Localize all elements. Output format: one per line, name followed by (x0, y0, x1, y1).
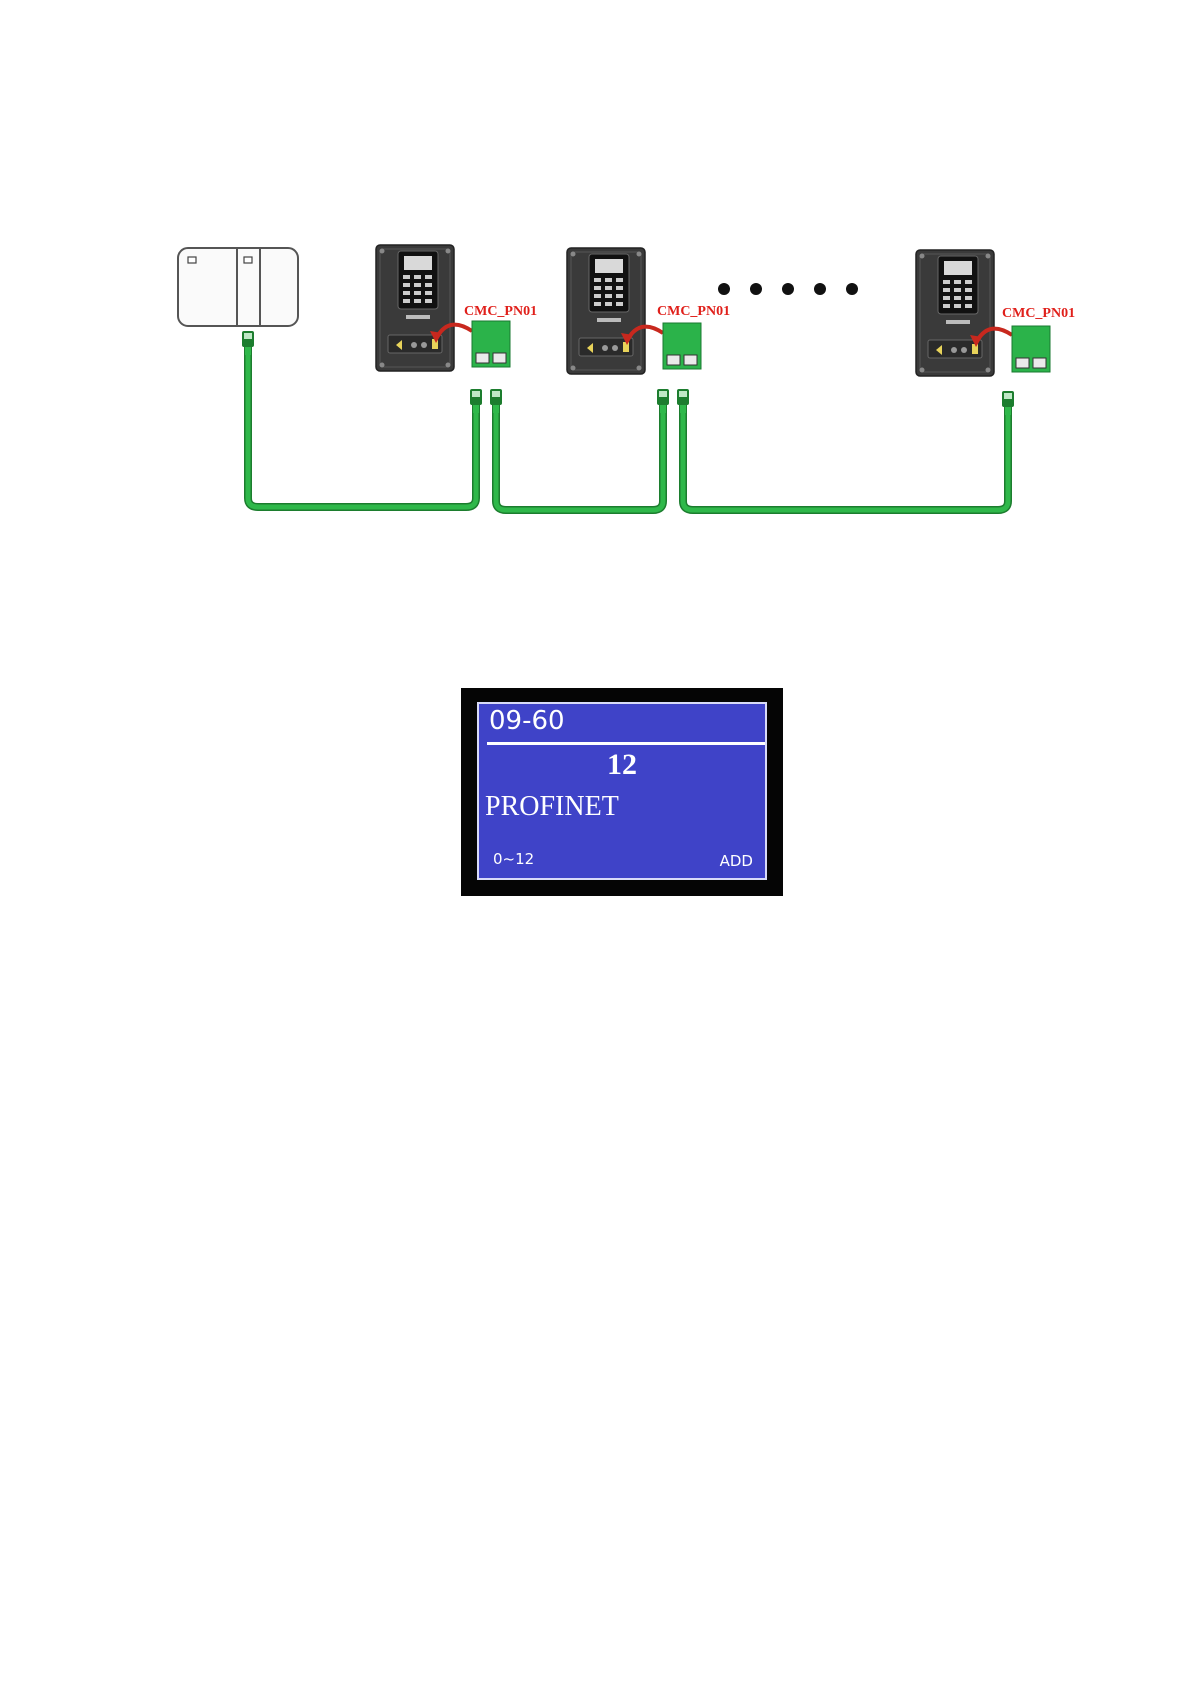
ac-drive-icon (916, 250, 994, 376)
keypad-lcd-display: 09-60 12 PROFINET 0~12 ADD (461, 688, 783, 896)
parameter-name: PROFINET (485, 791, 619, 823)
parameter-mode: ADD (720, 852, 753, 870)
ellipsis-dots-icon (718, 283, 858, 295)
parameter-range: 0~12 (493, 850, 534, 868)
module-label-3: CMC_PN01 (1002, 306, 1075, 321)
network-module-icon (472, 321, 510, 367)
module-label-1: CMC_PN01 (464, 304, 537, 319)
ac-drive-icon (376, 245, 454, 371)
lcd-screen: 09-60 12 PROFINET 0~12 ADD (477, 702, 767, 880)
lcd-divider (487, 742, 765, 745)
network-module-icon (663, 323, 701, 369)
module-label-2: CMC_PN01 (657, 304, 730, 319)
network-topology-diagram: CMC_PN01 CMC_PN01 CMC_PN01 (150, 235, 1090, 535)
ac-drive-icon (567, 248, 645, 374)
parameter-number: 09-60 (489, 706, 565, 736)
network-module-icon (1012, 326, 1050, 372)
plc-controller-icon (178, 248, 298, 326)
parameter-value: 12 (479, 748, 765, 782)
